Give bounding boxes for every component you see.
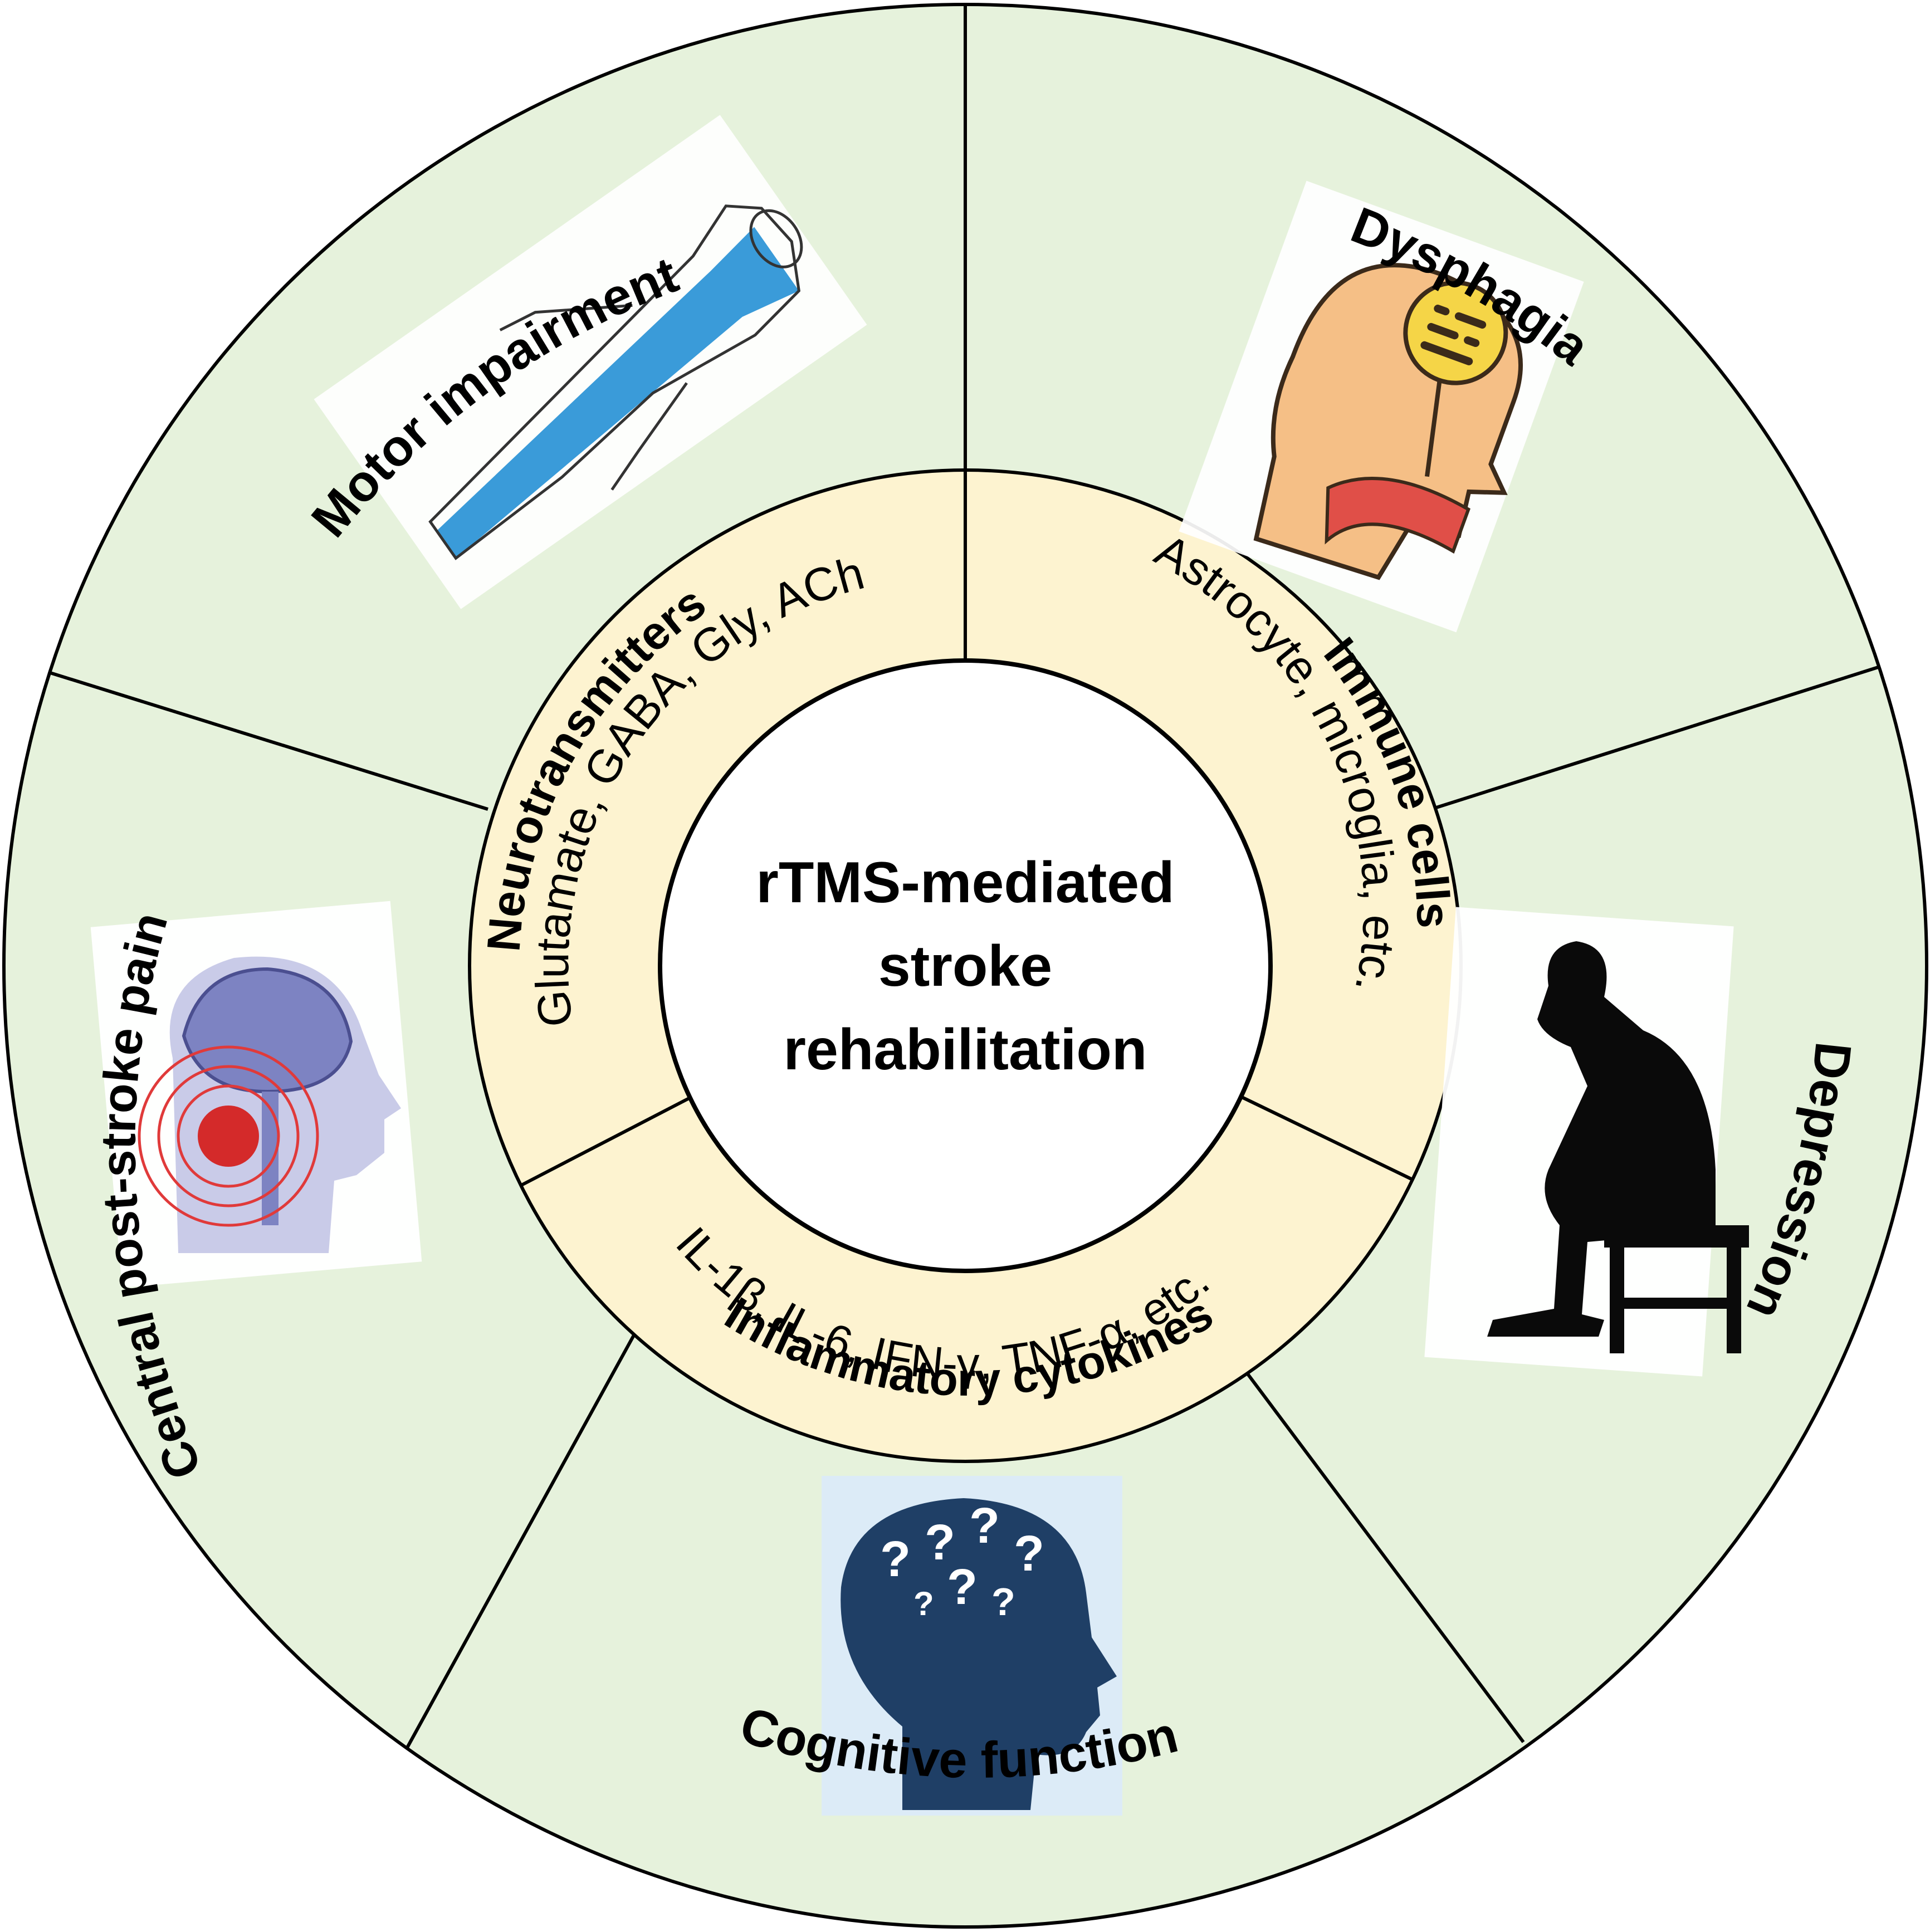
svg-text:?: ? bbox=[925, 1515, 955, 1571]
svg-text:?: ? bbox=[969, 1498, 1000, 1554]
brain-pain-icon bbox=[90, 901, 422, 1288]
center-title-line1: rTMS-mediated bbox=[756, 850, 1174, 915]
svg-text:?: ? bbox=[880, 1532, 911, 1587]
svg-text:?: ? bbox=[947, 1559, 978, 1615]
head-swallowing-icon bbox=[1179, 180, 1584, 633]
body-outline-icon bbox=[314, 115, 867, 609]
svg-text:?: ? bbox=[1014, 1526, 1044, 1582]
inner-dividers bbox=[520, 471, 1414, 1187]
svg-text:?: ? bbox=[913, 1585, 934, 1622]
center-title-line3: rehabilitation bbox=[784, 1018, 1147, 1082]
center-title-line2: stroke bbox=[878, 934, 1052, 999]
head-question-marks-icon: ? ? ? ? ? ? ? bbox=[822, 1476, 1122, 1816]
center-circle bbox=[658, 658, 1273, 1273]
sad-person-sitting-icon bbox=[1424, 907, 1749, 1377]
svg-text:?: ? bbox=[991, 1580, 1015, 1623]
